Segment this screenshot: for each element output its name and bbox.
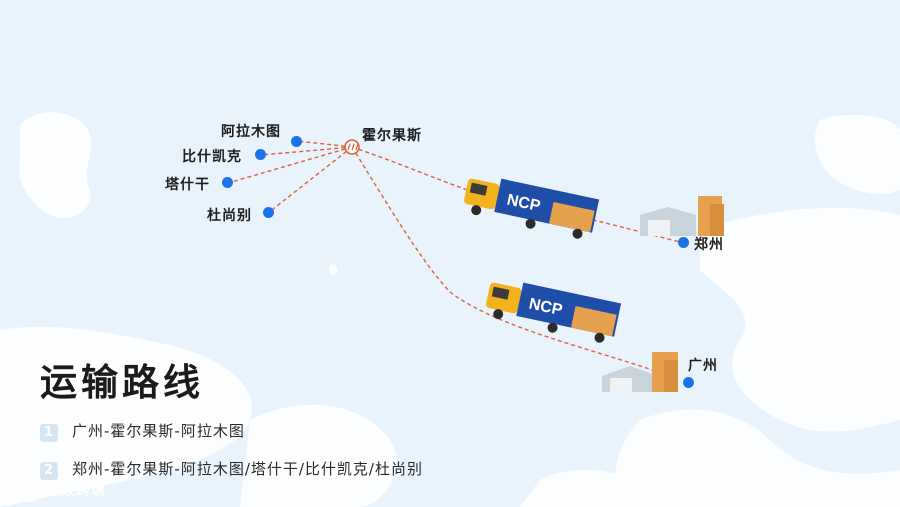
route-number: 2: [40, 462, 58, 480]
dest-label-almaty: 阿拉木图: [221, 124, 281, 140]
watermark: 大数跨境: [8, 480, 106, 502]
dest-label-tashkent: 塔什干: [165, 177, 210, 193]
warehouse-icon: [602, 352, 678, 392]
location-dot: [222, 177, 233, 188]
dest-label-bishkek: 比什凯克: [182, 149, 242, 165]
truck-brand-1: NCP: [505, 191, 542, 215]
route-number: 1: [40, 424, 58, 442]
warehouse-icon: [640, 196, 724, 236]
truck-brand-2: NCP: [527, 295, 564, 319]
origin-label-zhengzhou: 郑州: [694, 237, 724, 253]
route-item: 1 广州-霍尔果斯-阿拉木图: [40, 420, 245, 442]
origin-label-guangzhou: 广州: [688, 358, 718, 374]
route-item: 2 郑州-霍尔果斯-阿拉木图/塔什干/比什凯克/杜尚别: [40, 458, 423, 480]
truck-icon: NCP: [464, 178, 600, 239]
location-dot: [683, 377, 694, 388]
watermark-text: 大数跨境: [46, 483, 106, 499]
page-title: 运输路线: [40, 361, 204, 404]
location-dot: [255, 149, 266, 160]
route-text: 郑州-霍尔果斯-阿拉木图/塔什干/比什凯克/杜尚别: [72, 460, 423, 478]
hub-marker: [344, 139, 360, 155]
route-text: 广州-霍尔果斯-阿拉木图: [72, 422, 245, 440]
land-masses: [0, 112, 900, 507]
location-dot: [291, 136, 302, 147]
truck-icon: NCP: [486, 282, 622, 343]
dest-label-dushanbe: 杜尚别: [207, 208, 252, 224]
location-dot: [678, 237, 689, 248]
watermark-logo-icon: [8, 480, 40, 502]
location-dot: [263, 207, 274, 218]
hub-label: 霍尔果斯: [362, 128, 422, 144]
route-lines: [227, 140, 685, 380]
